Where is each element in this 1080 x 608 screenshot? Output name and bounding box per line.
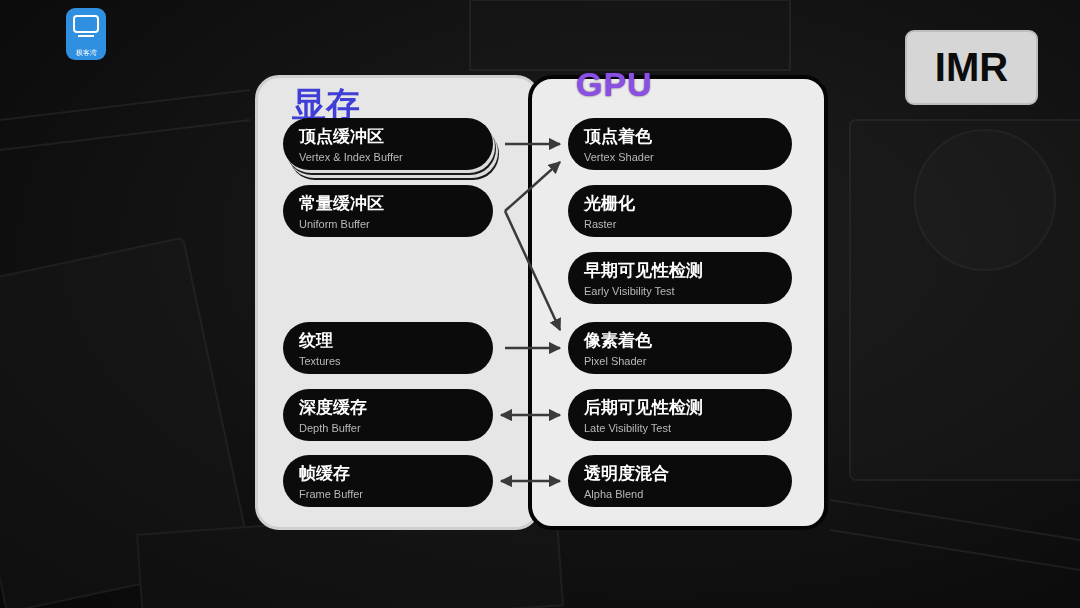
step-name-en: Alpha Blend [584, 487, 643, 501]
process-pill: 纹理 Textures [283, 322, 493, 374]
step-name: 常量缓冲区 [299, 193, 384, 214]
step-name: 光栅化 [584, 193, 635, 214]
process-pill: 透明度混合 Alpha Blend [568, 455, 792, 507]
group-panel: 顶点着色 Vertex Shader 光栅化 Raster 早期可见性检测 Early V… [528, 75, 828, 530]
step-name-en: Vertex Shader [584, 150, 654, 164]
logo-icon [66, 8, 106, 60]
process-pill: 帧缓存 Frame Buffer [283, 455, 493, 507]
step-name: 像素着色 [584, 330, 652, 351]
step-name-en: Textures [299, 354, 341, 368]
step-name-en: Early Visibility Test [584, 284, 675, 298]
logo-text: 极客湾 [66, 48, 106, 58]
step-name: 纹理 [299, 330, 333, 351]
step-name-en: Frame Buffer [299, 487, 363, 501]
step-name-en: Raster [584, 217, 616, 231]
process-pill: 早期可见性检测 Early Visibility Test [568, 252, 792, 304]
step-name: 顶点着色 [584, 126, 652, 147]
step-name: 帧缓存 [299, 463, 350, 484]
process-pill: 顶点着色 Vertex Shader [568, 118, 792, 170]
step-name: 深度缓存 [299, 397, 367, 418]
step-name-en: Depth Buffer [299, 421, 361, 435]
step-name-en: Late Visibility Test [584, 421, 671, 435]
step-name-en: Uniform Buffer [299, 217, 370, 231]
process-pill: 常量缓冲区 Uniform Buffer [283, 185, 493, 237]
step-name-en: Pixel Shader [584, 354, 646, 368]
process-pill: 像素着色 Pixel Shader [568, 322, 792, 374]
step-name: 透明度混合 [584, 463, 669, 484]
process-pill: 深度缓存 Depth Buffer [283, 389, 493, 441]
mode-name: IMR [935, 45, 1008, 89]
step-name: 顶点缓冲区 [299, 126, 384, 147]
step-name: 后期可见性检测 [584, 397, 703, 418]
process-pill: 顶点缓冲区 Vertex & Index Buffer [283, 118, 493, 170]
step-name-en: Vertex & Index Buffer [299, 150, 403, 164]
step-name: 早期可见性检测 [584, 260, 703, 281]
mode-badge: IMR [905, 30, 1038, 105]
process-pill: 光栅化 Raster [568, 185, 792, 237]
group-panel: 顶点缓冲区 Vertex & Index Buffer 常量缓冲区 Uniform B… [255, 75, 540, 530]
panel-title: GPU [576, 65, 653, 104]
process-pill: 后期可见性检测 Late Visibility Test [568, 389, 792, 441]
